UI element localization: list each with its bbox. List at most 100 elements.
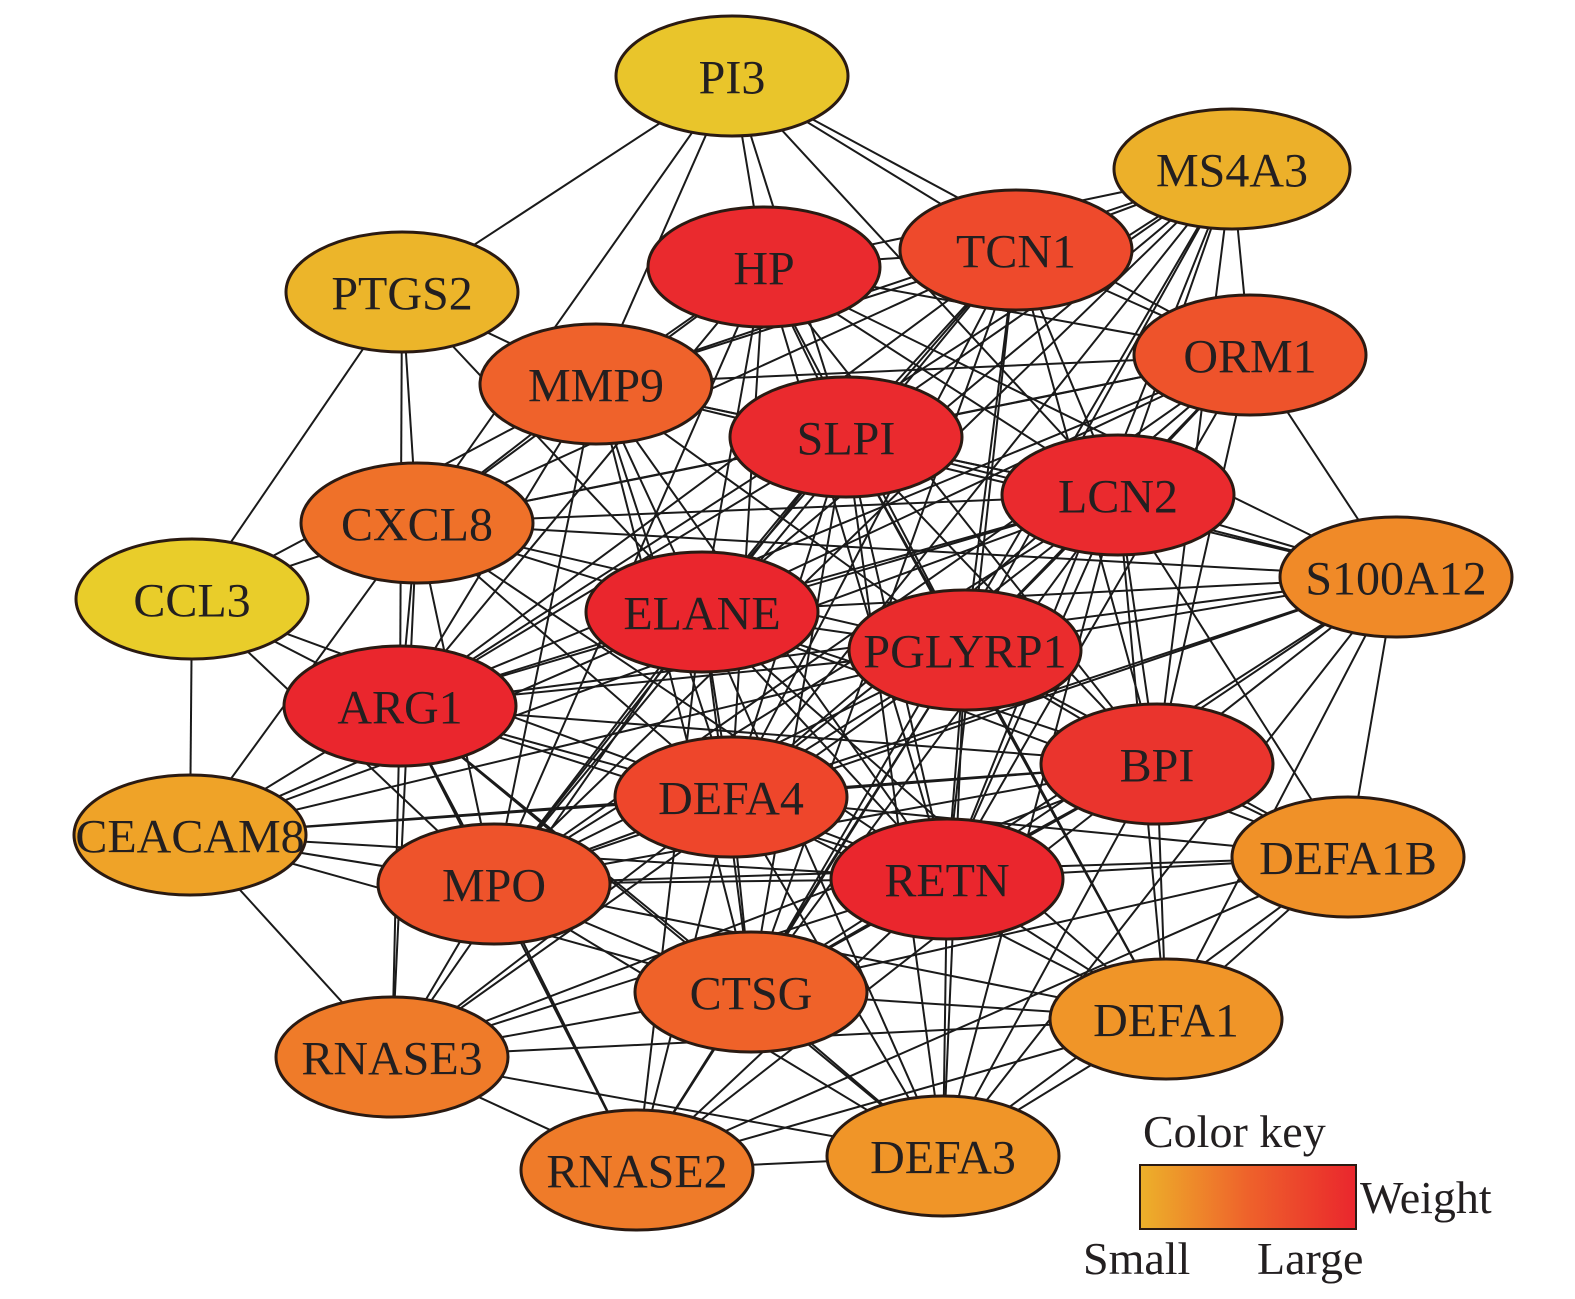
edge-orm1-elane bbox=[701, 354, 1251, 613]
edge-orm1-bpi bbox=[1156, 354, 1251, 765]
node-pglyrp1[interactable]: PGLYRP1 bbox=[847, 588, 1083, 712]
node-elane[interactable]: ELANE bbox=[584, 550, 820, 674]
node-orm1[interactable]: ORM1 bbox=[1132, 293, 1368, 417]
node-ellipse bbox=[1039, 702, 1275, 826]
edge-elane-defa1b bbox=[701, 611, 1349, 858]
node-label: ARG1 bbox=[337, 682, 462, 735]
node-ellipse bbox=[519, 1108, 755, 1232]
node-s100a12[interactable]: S100A12 bbox=[1278, 515, 1514, 639]
edge-defa1b-rnase2 bbox=[636, 856, 1349, 1171]
node-label: LCN2 bbox=[1058, 471, 1178, 524]
node-mpo[interactable]: MPO bbox=[376, 822, 612, 946]
edge-slpi-ctsg bbox=[750, 436, 847, 993]
edge-s100a12-defa1 bbox=[1165, 576, 1397, 1020]
node-label: SLPI bbox=[797, 413, 896, 466]
node-label: DEFA1 bbox=[1093, 995, 1239, 1048]
node-label: RNASE2 bbox=[546, 1146, 727, 1199]
edge-tcn1-pglyrp1 bbox=[964, 249, 1017, 651]
edge-mmp9-ctsg bbox=[595, 383, 752, 993]
edge-arg1-defa3 bbox=[399, 705, 944, 1157]
edge-cxcl8-rnase3 bbox=[391, 522, 418, 1058]
node-label: ORM1 bbox=[1183, 331, 1316, 384]
node-tcn1[interactable]: TCN1 bbox=[898, 188, 1134, 312]
edge-cxcl8-s100a12 bbox=[416, 522, 1397, 578]
node-ccl3[interactable]: CCL3 bbox=[74, 537, 310, 661]
node-rnase3[interactable]: RNASE3 bbox=[274, 995, 510, 1119]
edge-pglyrp1-ceacam8 bbox=[189, 649, 966, 836]
node-ellipse bbox=[728, 375, 964, 499]
node-ceacam8[interactable]: CEACAM8 bbox=[72, 773, 308, 897]
node-retn[interactable]: RETN bbox=[829, 817, 1065, 941]
node-label: PTGS2 bbox=[331, 268, 472, 321]
node-cxcl8[interactable]: CXCL8 bbox=[299, 461, 535, 585]
node-label: S100A12 bbox=[1305, 553, 1486, 606]
edge-pi3-cxcl8 bbox=[416, 75, 733, 524]
node-hp[interactable]: HP bbox=[646, 205, 882, 329]
color-key-weight-label: Weight bbox=[1360, 1172, 1492, 1223]
edge-ms4a3-ctsg bbox=[750, 168, 1233, 993]
node-ellipse bbox=[1112, 107, 1352, 231]
node-label: DEFA3 bbox=[870, 1132, 1016, 1185]
node-ellipse bbox=[633, 930, 869, 1054]
node-ctsg[interactable]: CTSG bbox=[633, 930, 869, 1054]
edge-hp-arg1 bbox=[399, 266, 765, 707]
color-key-gradient-bar bbox=[1139, 1164, 1357, 1230]
node-label: CXCL8 bbox=[341, 499, 493, 552]
color-key-small-label: Small bbox=[1083, 1233, 1190, 1284]
edge-lcn2-defa1b bbox=[1117, 494, 1349, 858]
node-label: DEFA1B bbox=[1259, 833, 1437, 886]
edge-lcn2-ctsg bbox=[750, 494, 1119, 993]
node-defa4[interactable]: DEFA4 bbox=[613, 735, 849, 859]
node-ellipse bbox=[646, 205, 882, 329]
node-label: CCL3 bbox=[133, 575, 250, 628]
node-label: TCN1 bbox=[956, 226, 1076, 279]
edge-pglyrp1-rnase3 bbox=[391, 649, 966, 1058]
node-label: PGLYRP1 bbox=[863, 626, 1066, 679]
node-label: CEACAM8 bbox=[75, 811, 304, 864]
color-key-legend: Color key Weight Small Large bbox=[1083, 1106, 1492, 1284]
node-ellipse bbox=[1278, 515, 1514, 639]
node-pi3[interactable]: PI3 bbox=[614, 14, 850, 138]
node-ellipse bbox=[282, 644, 518, 768]
node-ellipse bbox=[274, 995, 510, 1119]
node-label: DEFA4 bbox=[658, 773, 804, 826]
node-label: CTSG bbox=[690, 968, 813, 1021]
node-ms4a3[interactable]: MS4A3 bbox=[1112, 107, 1352, 231]
node-defa1[interactable]: DEFA1 bbox=[1048, 957, 1284, 1081]
color-key-title: Color key bbox=[1143, 1106, 1326, 1157]
node-lcn2[interactable]: LCN2 bbox=[1000, 433, 1236, 557]
node-arg1[interactable]: ARG1 bbox=[282, 644, 518, 768]
node-label: HP bbox=[733, 243, 794, 296]
node-label: RNASE3 bbox=[301, 1033, 482, 1086]
edge-ms4a3-elane bbox=[701, 168, 1233, 613]
node-mmp9[interactable]: MMP9 bbox=[478, 322, 714, 446]
node-ellipse bbox=[1132, 293, 1368, 417]
node-ellipse bbox=[1230, 795, 1466, 919]
edge-elane-defa1 bbox=[701, 611, 1167, 1020]
node-ellipse bbox=[614, 14, 850, 138]
node-label: BPI bbox=[1120, 740, 1195, 793]
edge-bpi-rnase3 bbox=[391, 763, 1158, 1058]
node-ellipse bbox=[299, 461, 535, 585]
node-ellipse bbox=[825, 1094, 1061, 1218]
node-defa1b[interactable]: DEFA1B bbox=[1230, 795, 1466, 919]
node-rnase2[interactable]: RNASE2 bbox=[519, 1108, 755, 1232]
node-ellipse bbox=[613, 735, 849, 859]
node-ellipse bbox=[898, 188, 1134, 312]
node-ellipse bbox=[478, 322, 714, 446]
node-label: RETN bbox=[884, 855, 1009, 908]
node-label: MMP9 bbox=[528, 360, 664, 413]
node-label: MPO bbox=[442, 860, 546, 913]
edge-arg1-bpi bbox=[399, 705, 1158, 765]
node-ellipse bbox=[1048, 957, 1284, 1081]
edge-elane-rnase2 bbox=[636, 611, 703, 1171]
edge-lcn2-mpo bbox=[493, 494, 1119, 885]
node-bpi[interactable]: BPI bbox=[1039, 702, 1275, 826]
node-label: ELANE bbox=[623, 588, 780, 641]
edge-orm1-retn bbox=[946, 354, 1251, 880]
node-label: MS4A3 bbox=[1156, 145, 1308, 198]
node-ptgs2[interactable]: PTGS2 bbox=[284, 230, 520, 354]
node-defa3[interactable]: DEFA3 bbox=[825, 1094, 1061, 1218]
node-slpi[interactable]: SLPI bbox=[728, 375, 964, 499]
